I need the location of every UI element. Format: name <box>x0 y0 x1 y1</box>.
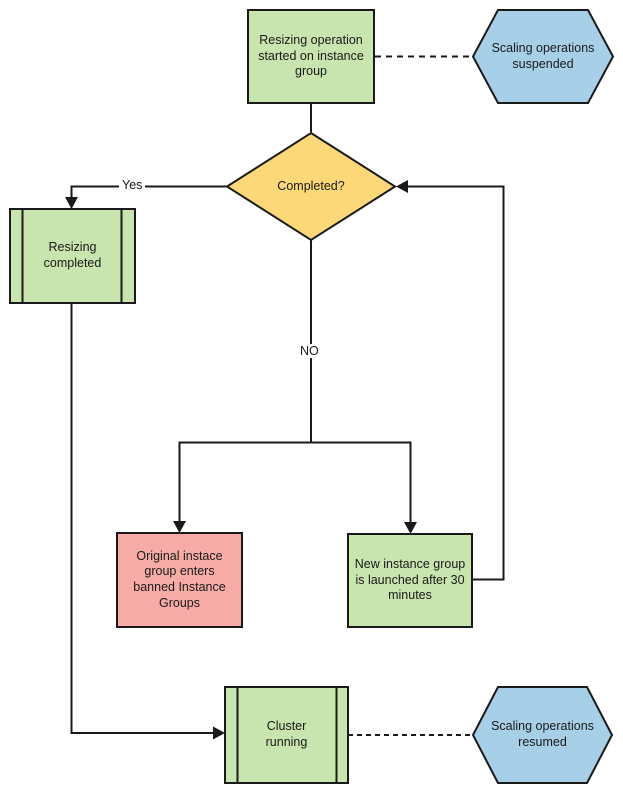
edge-newgroup-to-decision-loop <box>407 185 505 581</box>
resizing-completed-shape <box>9 208 136 304</box>
cluster-running-shape <box>224 686 349 784</box>
edge-resizingcompleted-to-cluster <box>70 303 213 734</box>
cluster-running-inner-bars <box>236 687 338 783</box>
banned-node-shape <box>116 532 243 628</box>
arrowhead-into-cluster-running <box>213 726 225 740</box>
resumed-hexagon-shape <box>471 686 614 784</box>
resizing-completed-inner-bars <box>21 209 123 303</box>
suspended-hexagon-shape <box>471 9 615 104</box>
arrowhead-into-new-group <box>404 522 417 534</box>
edge-decision-yes <box>70 185 227 198</box>
arrowhead-into-banned <box>173 521 186 533</box>
arrowhead-group <box>65 180 417 740</box>
shape-group <box>9 9 615 784</box>
connector-group <box>70 55 505 736</box>
arrowhead-into-decision-right <box>396 180 408 193</box>
decision-diamond-shape <box>225 131 397 242</box>
edge-no-branch <box>178 441 412 523</box>
start-node-shape <box>247 9 375 104</box>
arrowhead-into-resizing-completed <box>65 197 78 209</box>
new-group-node-shape <box>347 533 473 628</box>
